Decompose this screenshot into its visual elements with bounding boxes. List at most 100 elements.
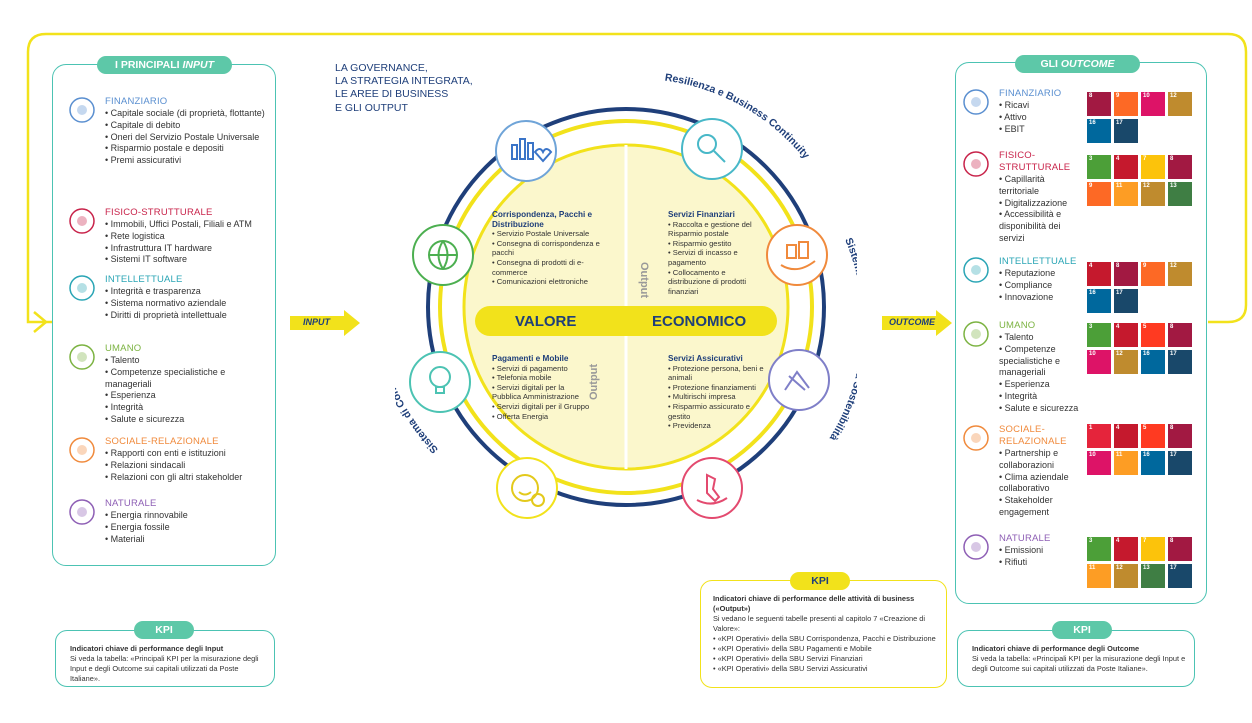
sdg-4-icon: 4 xyxy=(1087,262,1111,286)
capital-item: Capitale sociale (di proprietà, flottant… xyxy=(105,108,265,120)
sdg-13-icon: 13 xyxy=(1141,564,1165,588)
sdg-13-icon: 13 xyxy=(1168,182,1192,206)
quadrant-pagamenti: Pagamenti e Mobile Servizi di pagamentoT… xyxy=(492,354,592,421)
capital-title: SOCIALE-RELAZIONALE xyxy=(999,424,1067,447)
capital-item: EBIT xyxy=(999,124,1083,136)
sdg-4-icon: 4 xyxy=(1114,424,1138,448)
intro-line-3: LE AREE DI BUSINESS xyxy=(335,88,449,101)
sdg-9-icon: 9 xyxy=(1141,262,1165,286)
capital-item: Innovazione xyxy=(999,292,1083,304)
sdg-8-icon: 8 xyxy=(1168,155,1192,179)
sdg-17-icon: 17 xyxy=(1168,350,1192,374)
capital-item: Diritti di proprietà intellettuale xyxy=(105,310,265,322)
quadrant-title: Servizi Assicurativi xyxy=(668,354,743,363)
sdg-17-icon: 17 xyxy=(1114,119,1138,143)
capital-item: Clima aziendale collaborativo xyxy=(999,472,1083,496)
sdg-12-icon: 12 xyxy=(1168,262,1192,286)
capital-title: FISICO-STRUTTURALE xyxy=(105,207,213,218)
kpi-output-item: • «KPI Operativi» della SBU Servizi Fina… xyxy=(713,654,863,663)
sdg-12-icon: 12 xyxy=(1168,92,1192,116)
input-arrow-label: INPUT xyxy=(303,317,330,327)
capital-item: Talento xyxy=(999,332,1083,344)
sdg-16-icon: 16 xyxy=(1087,119,1111,143)
quadrant-corrispondenza: Corrispondenza, Pacchi e Distribuzione S… xyxy=(492,210,602,287)
capital-item: Ricavi xyxy=(999,100,1083,112)
sdg-3-icon: 3 xyxy=(1087,155,1111,179)
quadrant-item: Telefonia mobile xyxy=(492,373,592,383)
sdg-10-icon: 10 xyxy=(1087,350,1111,374)
sdg-5-icon: 5 xyxy=(1141,323,1165,347)
capital-title: INTELLETTUALE xyxy=(999,256,1077,267)
capital-item: Integrità xyxy=(999,391,1083,403)
sdg-11-icon: 11 xyxy=(1114,451,1138,475)
sdg-3-icon: 3 xyxy=(1087,537,1111,561)
kpi-output-title: Indicatori chiave di performance delle a… xyxy=(713,594,915,613)
capital-item: Infrastruttura IT hardware xyxy=(105,243,265,255)
kpi-input-pill: KPI xyxy=(134,621,194,639)
quadrant-item: Previdenza xyxy=(668,421,768,431)
capital-title: NATURALE xyxy=(105,498,157,509)
quadrant-item: Consegna di prodotti di e-commerce xyxy=(492,258,602,277)
kpi-outcome-pill: KPI xyxy=(1052,621,1112,639)
kpi-outcome-text: Si veda la tabella: «Principali KPI per … xyxy=(972,654,1186,673)
quadrant-item: Servizi digitali per il Gruppo xyxy=(492,402,592,412)
trophy-icon xyxy=(68,274,96,302)
outcome-arrow xyxy=(882,310,952,336)
sdg-11-icon: 11 xyxy=(1087,564,1111,588)
valore-label: VALORE xyxy=(515,313,577,330)
capital-item: Emissioni xyxy=(999,545,1083,557)
capital-item: Talento xyxy=(105,355,265,367)
capital-item: Materiali xyxy=(105,534,265,546)
capital-item: Reputazione xyxy=(999,268,1083,280)
sdg-8-icon: 8 xyxy=(1114,262,1138,286)
capital-item: Salute e sicurezza xyxy=(105,414,265,426)
capital-item: Digitalizzazione xyxy=(999,198,1083,210)
sdg-9-icon: 9 xyxy=(1114,92,1138,116)
capital-item: Esperienza xyxy=(999,379,1083,391)
sdg-8-icon: 8 xyxy=(1087,92,1111,116)
quadrant-title: Servizi Finanziari xyxy=(668,210,735,219)
sdg-3-icon: 3 xyxy=(1087,323,1111,347)
capital-item: Esperienza xyxy=(105,390,265,402)
sbu-icons xyxy=(409,118,830,519)
central-diagram: Sistema di Controllo Interno e Gestione … xyxy=(395,72,857,519)
finance-icon xyxy=(962,88,990,116)
kpi-output-pill: KPI xyxy=(790,572,850,590)
capital-item: Integrità xyxy=(105,402,265,414)
intro-line-4: E GLI OUTPUT xyxy=(335,101,408,114)
capital-item: Attivo xyxy=(999,112,1083,124)
trophy-icon xyxy=(962,256,990,284)
quadrant-item: Multirischi impresa xyxy=(668,392,768,402)
capital-title: FISICO-STRUTTURALE xyxy=(999,150,1071,173)
outcome-arrow-label: OUTCOME xyxy=(889,317,935,327)
sdg-4-icon: 4 xyxy=(1114,323,1138,347)
globe-icon xyxy=(962,424,990,452)
sdg-7-icon: 7 xyxy=(1141,155,1165,179)
sdg-12-icon: 12 xyxy=(1114,350,1138,374)
leaf-hand-icon xyxy=(68,498,96,526)
sdg-4-icon: 4 xyxy=(1114,537,1138,561)
quadrant-item: Risparmio assicurato e gestito xyxy=(668,402,768,421)
quadrant-item: Servizi di pagamento xyxy=(492,364,592,374)
quadrant-title: Corrispondenza, Pacchi e Distribuzione xyxy=(492,210,593,229)
kpi-input-box: Indicatori chiave di performance degli I… xyxy=(55,630,275,687)
sdg-9-icon: 9 xyxy=(1087,182,1111,206)
quadrant-item: Protezione persona, beni e animali xyxy=(668,364,768,383)
quadrant-servizi-finanziari: Servizi Finanziari Raccolta e gestione d… xyxy=(668,210,763,296)
sdg-16-icon: 16 xyxy=(1141,451,1165,475)
sdg-11-icon: 11 xyxy=(1114,182,1138,206)
capital-item: Risparmio postale e depositi xyxy=(105,143,265,155)
sdg-7-icon: 7 xyxy=(1141,537,1165,561)
sdg-8-icon: 8 xyxy=(1168,424,1192,448)
building-icon xyxy=(68,207,96,235)
sdg-16-icon: 16 xyxy=(1087,289,1111,313)
capital-title: FINANZIARIO xyxy=(999,88,1062,99)
capital-title: UMANO xyxy=(999,320,1036,331)
capital-item: Partnership e collaborazioni xyxy=(999,448,1083,472)
leaf-hand-icon xyxy=(962,533,990,561)
sdg-4-icon: 4 xyxy=(1114,155,1138,179)
quadrant-item: Risparmio gestito xyxy=(668,239,763,249)
capital-item: Compliance xyxy=(999,280,1083,292)
capital-item: Immobili, Uffici Postali, Filiali e ATM xyxy=(105,219,265,231)
kpi-output-list: • «KPI Operativi» della SBU Corrisponden… xyxy=(713,634,938,674)
